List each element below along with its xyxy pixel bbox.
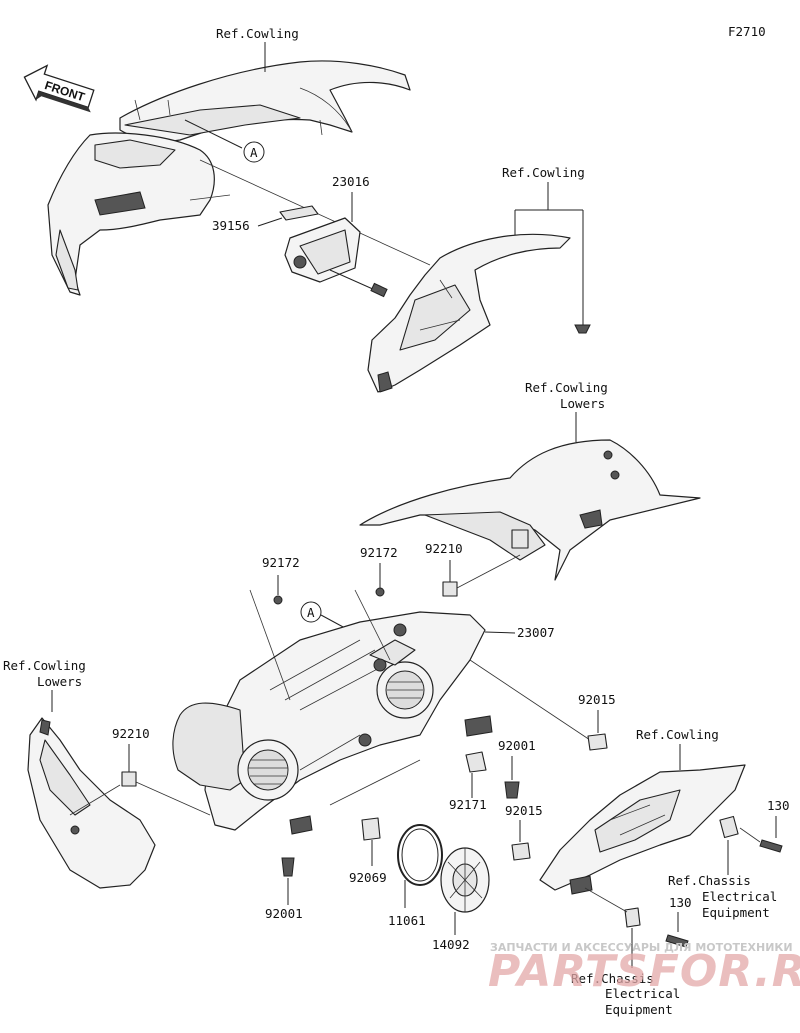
side-cowling-right [539, 764, 746, 895]
label-ref-cowling-mid: Ref.Cowling [502, 165, 585, 180]
upper-cowling [47, 60, 411, 296]
part-92172b-label: 92172 [360, 545, 398, 560]
label-ref-cowling-lowers-left-1: Ref.Cowling [3, 658, 86, 673]
part-92069-label: 92069 [349, 870, 387, 885]
label-ref-cowling-lowers-right-2: Lowers [560, 396, 605, 411]
label-ref-cowling-lowers-left-2: Lowers [37, 674, 82, 689]
label-ref-chassis-bottom-1: Ref.Chassis [571, 971, 654, 986]
part-92172a-label: 92172 [262, 555, 300, 570]
callout-a-top-label: A [250, 145, 258, 160]
mid-cowling [367, 233, 571, 393]
part-92001a-label: 92001 [498, 738, 536, 753]
part-92015a-label: 92015 [578, 692, 616, 707]
part-130a-label: 130 [767, 798, 790, 813]
callout-a-top: A [184, 119, 265, 163]
pad-39156 [279, 205, 319, 221]
part-92210b-label: 92210 [112, 726, 150, 741]
bracket-23016 [284, 217, 388, 298]
callout-a-mid: A [300, 601, 346, 629]
watermark-tagline: ЗАПЧАСТИ И АКСЕССУАРЫ ДЛЯ МОТОТЕХНИКИ [490, 941, 793, 954]
o-ring-11061 [397, 824, 443, 908]
part-92015b-label: 92015 [505, 803, 543, 818]
watermark-logo: PARTSFOR.RU [488, 946, 800, 997]
cap-14092 [440, 847, 490, 935]
label-ref-cowling-lowers-right-1: Ref.Cowling [525, 380, 608, 395]
figure-code: F2710 [728, 24, 766, 39]
label-ref-cowling-right: Ref.Cowling [636, 727, 719, 742]
label-ref-cowling-top: Ref.Cowling [216, 26, 299, 41]
label-ref-chassis-right-3: Equipment [702, 905, 770, 920]
label-ref-chassis-right-1: Ref.Chassis [668, 873, 751, 888]
lower-cowling-right [359, 439, 701, 581]
front-arrow-icon: FRONT [23, 64, 95, 113]
part-39156-label: 39156 [212, 218, 250, 233]
part-92171-label: 92171 [449, 797, 487, 812]
callout-a-mid-label: A [307, 605, 315, 620]
part-92210a-label: 92210 [425, 541, 463, 556]
label-ref-chassis-bottom-3: Equipment [605, 1002, 673, 1017]
part-23007-label: 23007 [517, 625, 555, 640]
label-ref-chassis-right-2: Electrical [702, 889, 777, 904]
part-14092-label: 14092 [432, 937, 470, 952]
part-130b-label: 130 [669, 895, 692, 910]
label-ref-chassis-bottom-2: Electrical [605, 986, 680, 1001]
bulb-92069 [361, 817, 381, 866]
part-11061-label: 11061 [388, 913, 426, 928]
headlight-assembly-23007 [172, 611, 493, 835]
part-92001b-label: 92001 [265, 906, 303, 921]
clip-92171 [465, 751, 487, 773]
part-23016-label: 23016 [332, 174, 370, 189]
lower-cowling-left [27, 717, 156, 889]
